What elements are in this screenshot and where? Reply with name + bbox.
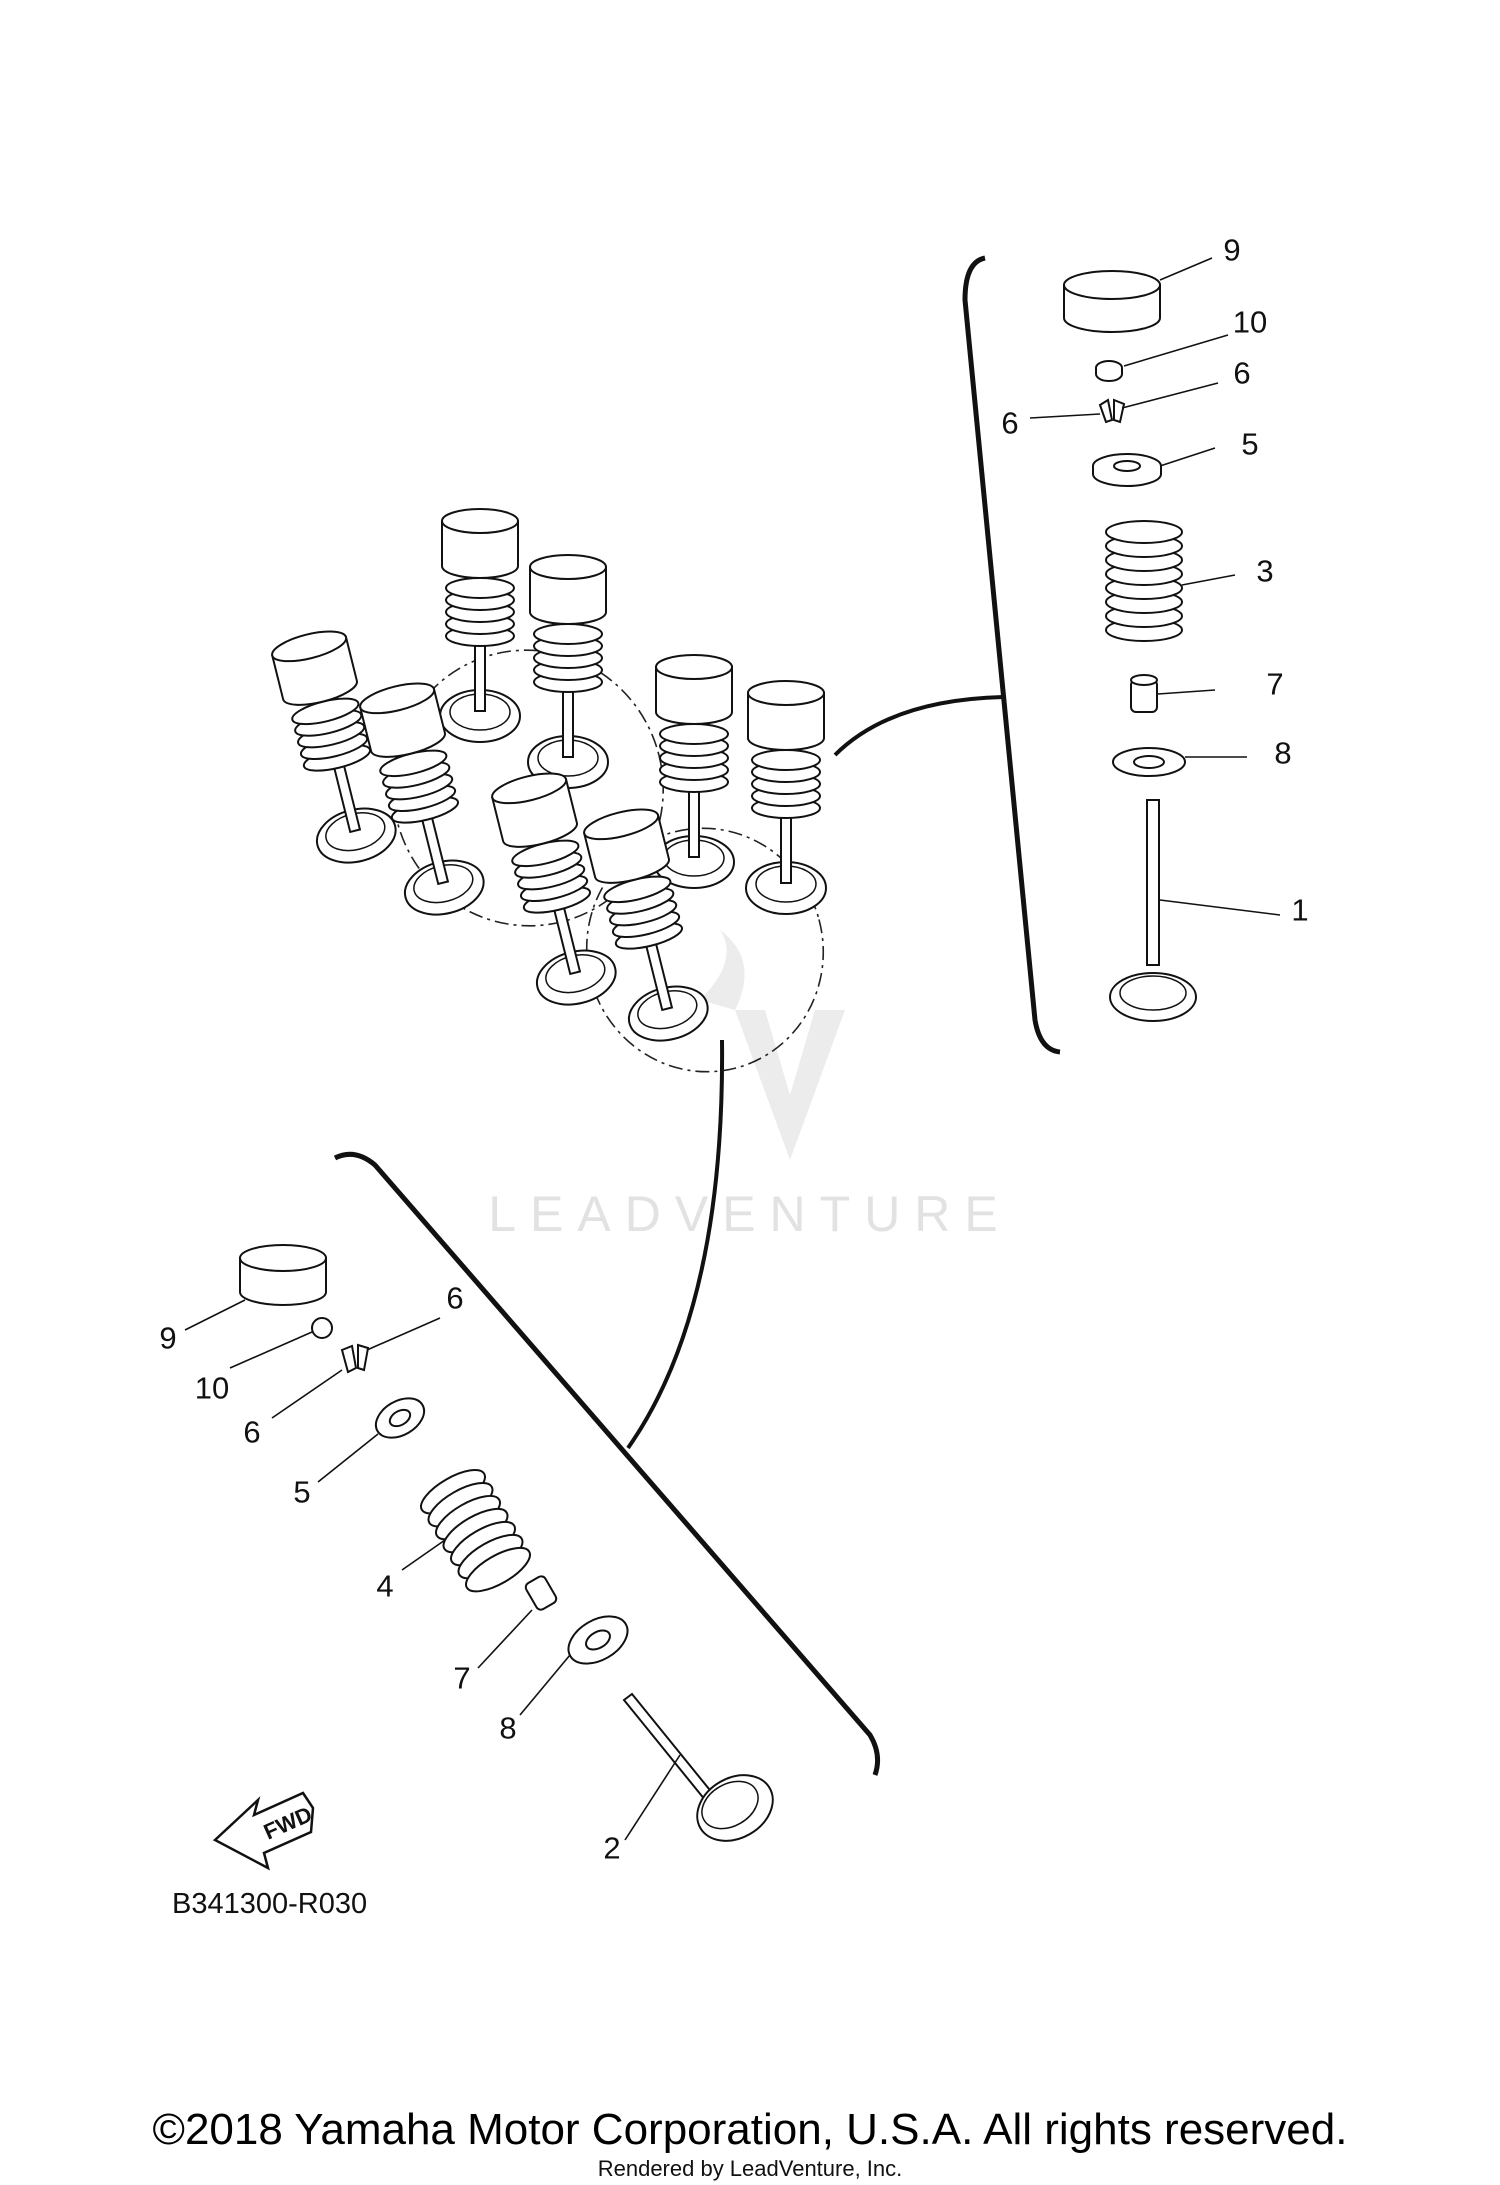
fwd-arrow-icon (212, 1791, 315, 1871)
rendered-by-text: Rendered by LeadVenture, Inc. (597, 2156, 903, 2181)
callout-lower-5: 5 (293, 1474, 311, 1510)
callout-lower-2: 2 (603, 1830, 621, 1866)
callout-lower-4: 4 (376, 1568, 394, 1604)
upper-leader-curve (833, 695, 1004, 757)
lower-bracket (333, 1151, 881, 1776)
callout-upper-8: 8 (1274, 735, 1292, 771)
lower-exploded-parts (239, 1244, 774, 1842)
part-code: B341300-R030 (172, 1888, 368, 1920)
callout-upper-10: 10 (1232, 304, 1268, 340)
lower-leader-lines (184, 1299, 681, 1841)
valve-group-ellipse (585, 827, 825, 1073)
callout-upper-6b: 6 (1001, 405, 1019, 441)
callout-lower-6b: 6 (243, 1414, 261, 1450)
callout-upper-5: 5 (1241, 426, 1259, 462)
lower-leader-curve (626, 1039, 725, 1450)
callout-lower-8: 8 (499, 1710, 517, 1746)
upper-leader-lines (1029, 257, 1281, 916)
copyright-text: ©2018 Yamaha Motor Corporation, U.S.A. A… (152, 2105, 1348, 2154)
watermark-logo (700, 930, 845, 1160)
upper-bracket (962, 255, 1061, 1055)
callout-lower-7: 7 (453, 1660, 471, 1696)
watermark-text: LEADVENTURE (488, 1186, 1012, 1242)
callout-upper-6a: 6 (1233, 355, 1251, 391)
callout-upper-7: 7 (1266, 666, 1284, 702)
valve-group-ellipse (391, 649, 665, 927)
callout-lower-6a: 6 (446, 1280, 464, 1316)
callout-lower-10: 10 (194, 1370, 230, 1406)
callout-upper-1: 1 (1291, 892, 1309, 928)
callout-lower-9: 9 (159, 1320, 177, 1356)
callout-upper-9: 9 (1223, 232, 1241, 268)
callout-upper-3: 3 (1256, 553, 1274, 589)
upper-exploded-parts (1063, 270, 1197, 1022)
